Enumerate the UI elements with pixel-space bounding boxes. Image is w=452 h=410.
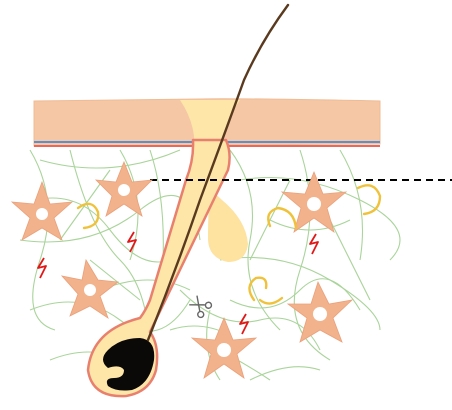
lightning-bolt-icon [240,314,248,334]
fibroblast-cell [288,282,352,342]
open-ring-icon [249,278,266,300]
fibroblast-cell [62,260,118,318]
fibroblast-cell [12,182,72,240]
lightning-bolt-icon [310,234,318,254]
open-ring-icon [260,298,282,304]
sebaceous-gland [208,194,248,262]
lightning-bolt-icon [128,232,136,252]
